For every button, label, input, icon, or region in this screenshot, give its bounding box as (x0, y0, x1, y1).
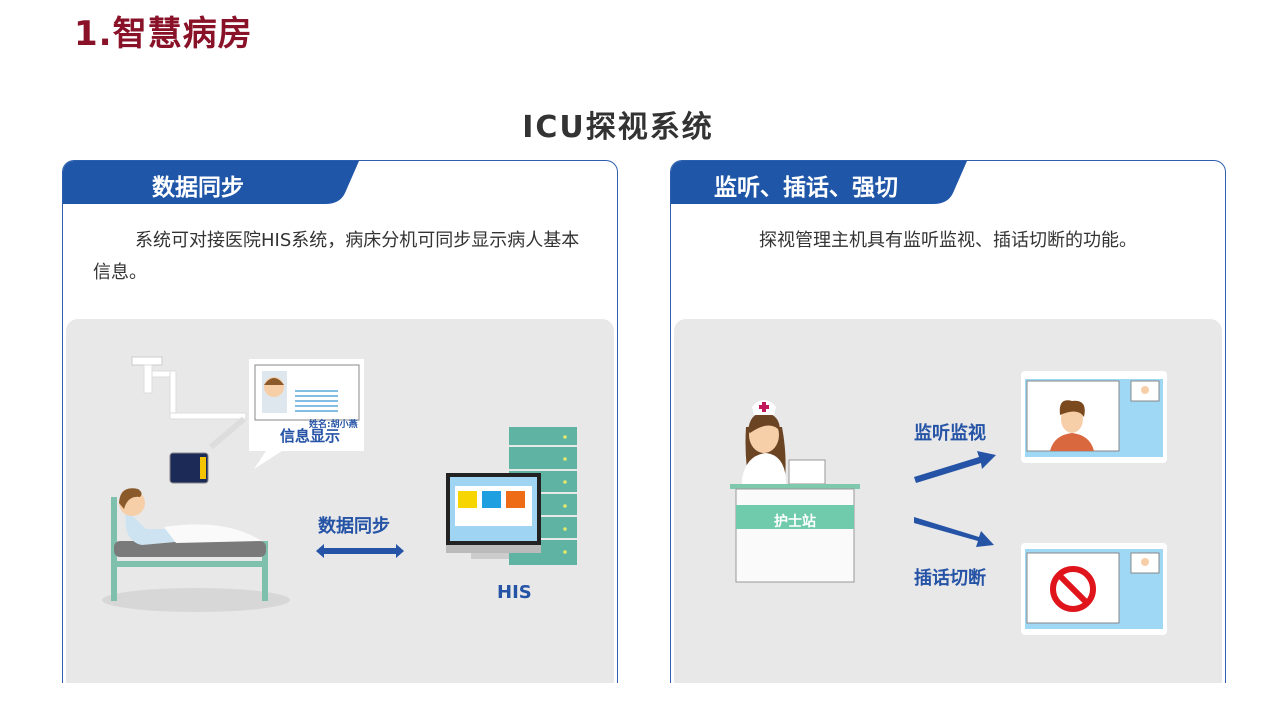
panel-header-tab: 数据同步 (63, 161, 359, 204)
hospital-bed-illustration (102, 356, 577, 612)
panel-description: 系统可对接医院HIS系统，病床分机可同步显示病人基本信息。 (93, 230, 580, 283)
illustration-area: 护士站 监听监视 插话切断 (674, 319, 1222, 683)
monitor-label: 监听监视 (914, 423, 986, 444)
nurse-station-sign (736, 505, 854, 529)
prohibited-icon (1050, 566, 1096, 612)
panel-header: 数据同步 (152, 175, 244, 201)
vitals-monitor-icon (169, 452, 209, 484)
nurse-station-illustration (730, 371, 1167, 635)
video-call-screen (1021, 371, 1167, 463)
main-title: ICU探视系统 (522, 110, 714, 145)
his-label: HIS (497, 582, 532, 603)
patient-name: 姓名:胡小燕 (309, 420, 358, 430)
arrow-up-right-icon (914, 451, 996, 483)
computer-icon (446, 473, 541, 559)
data-sync-panel: 数据同步 系统可对接医院HIS系统，病床分机可同步显示病人基本信息。 (62, 160, 618, 683)
nurse-icon (742, 400, 786, 487)
monitor-interrupt-panel: 监听、插话、强切 探视管理主机具有监听监视、插话切断的功能。 (670, 160, 1226, 683)
interrupt-label: 插话切断 (914, 568, 986, 589)
sync-label: 数据同步 (318, 516, 390, 537)
nurse-station-label: 护士站 (774, 514, 816, 530)
slide-title: 1.智慧病房 (74, 14, 253, 54)
illustration-area: 姓名:胡小燕 信息显示 数据同步 HIS (66, 319, 614, 683)
panel-description: 探视管理主机具有监听监视、插话切断的功能。 (759, 230, 1137, 251)
call-cut-screen (1021, 543, 1167, 635)
arrow-down-right-icon (914, 517, 994, 547)
panel-header-tab: 监听、插话、强切 (671, 161, 967, 204)
bidirectional-arrow-icon (316, 544, 404, 558)
info-display-label: 信息显示 (280, 427, 341, 445)
panel-header: 监听、插话、强切 (714, 175, 898, 201)
